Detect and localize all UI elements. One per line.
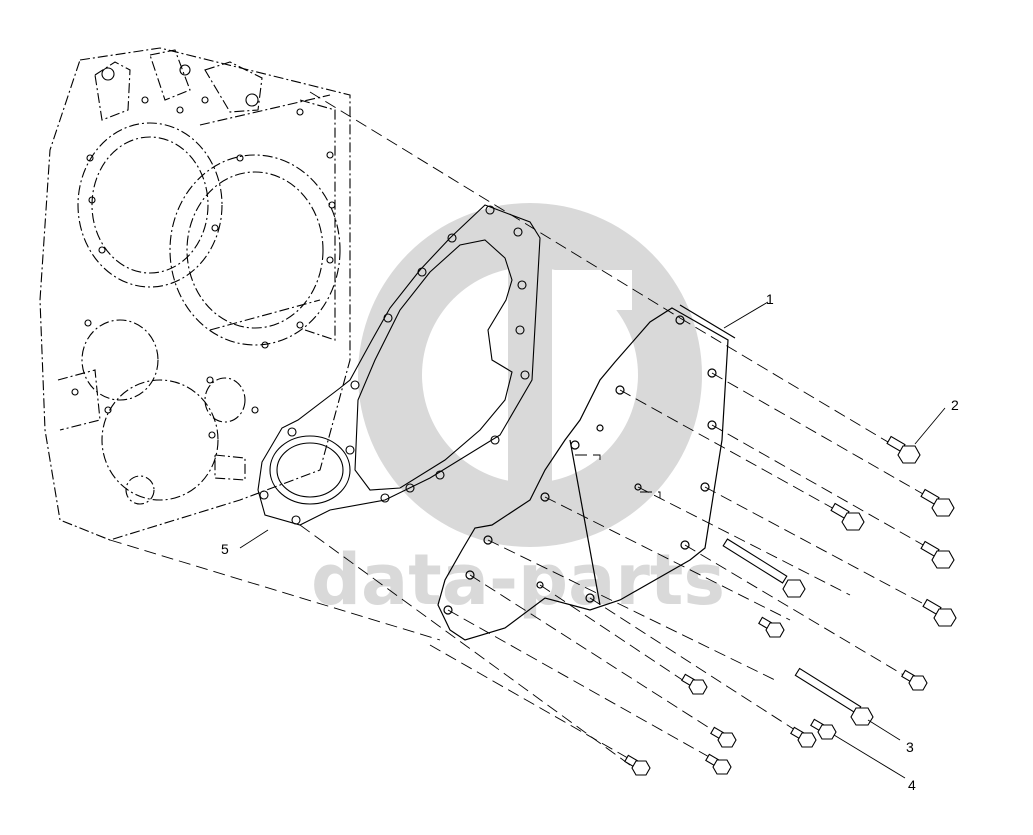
watermark-logo — [358, 203, 702, 547]
bolt — [920, 488, 955, 517]
bolt-2 — [886, 435, 921, 464]
bolt — [901, 669, 928, 691]
callouts — [239, 301, 946, 779]
leader-2 — [914, 407, 946, 445]
bolt — [710, 726, 737, 748]
callout-4: 4 — [908, 777, 916, 793]
callout-5: 5 — [221, 541, 229, 557]
watermark-text: data-parts — [311, 539, 725, 621]
leader-3 — [867, 719, 901, 741]
engine-block-holes — [71, 64, 336, 439]
bolt — [830, 502, 865, 531]
bolt — [758, 616, 785, 638]
callout-3: 3 — [906, 739, 914, 755]
cover-plate — [437, 304, 736, 641]
bolt — [681, 673, 708, 695]
bolt — [790, 726, 817, 748]
bolt — [920, 540, 955, 569]
gasket — [257, 204, 541, 526]
bolts — [624, 435, 957, 776]
bolt-4 — [810, 718, 837, 740]
bolt — [922, 598, 957, 627]
leader-4 — [833, 734, 906, 779]
leader-1 — [723, 301, 769, 329]
callout-1: 1 — [766, 291, 774, 307]
leader-5 — [239, 529, 269, 549]
callout-2: 2 — [951, 397, 959, 413]
engine-block — [39, 47, 351, 541]
bolt — [705, 753, 732, 775]
alignment-lines — [109, 91, 936, 766]
bolt-3 — [794, 667, 874, 726]
bolt-long — [722, 538, 806, 598]
watermark: data-parts — [311, 203, 725, 621]
bolt — [624, 754, 651, 776]
